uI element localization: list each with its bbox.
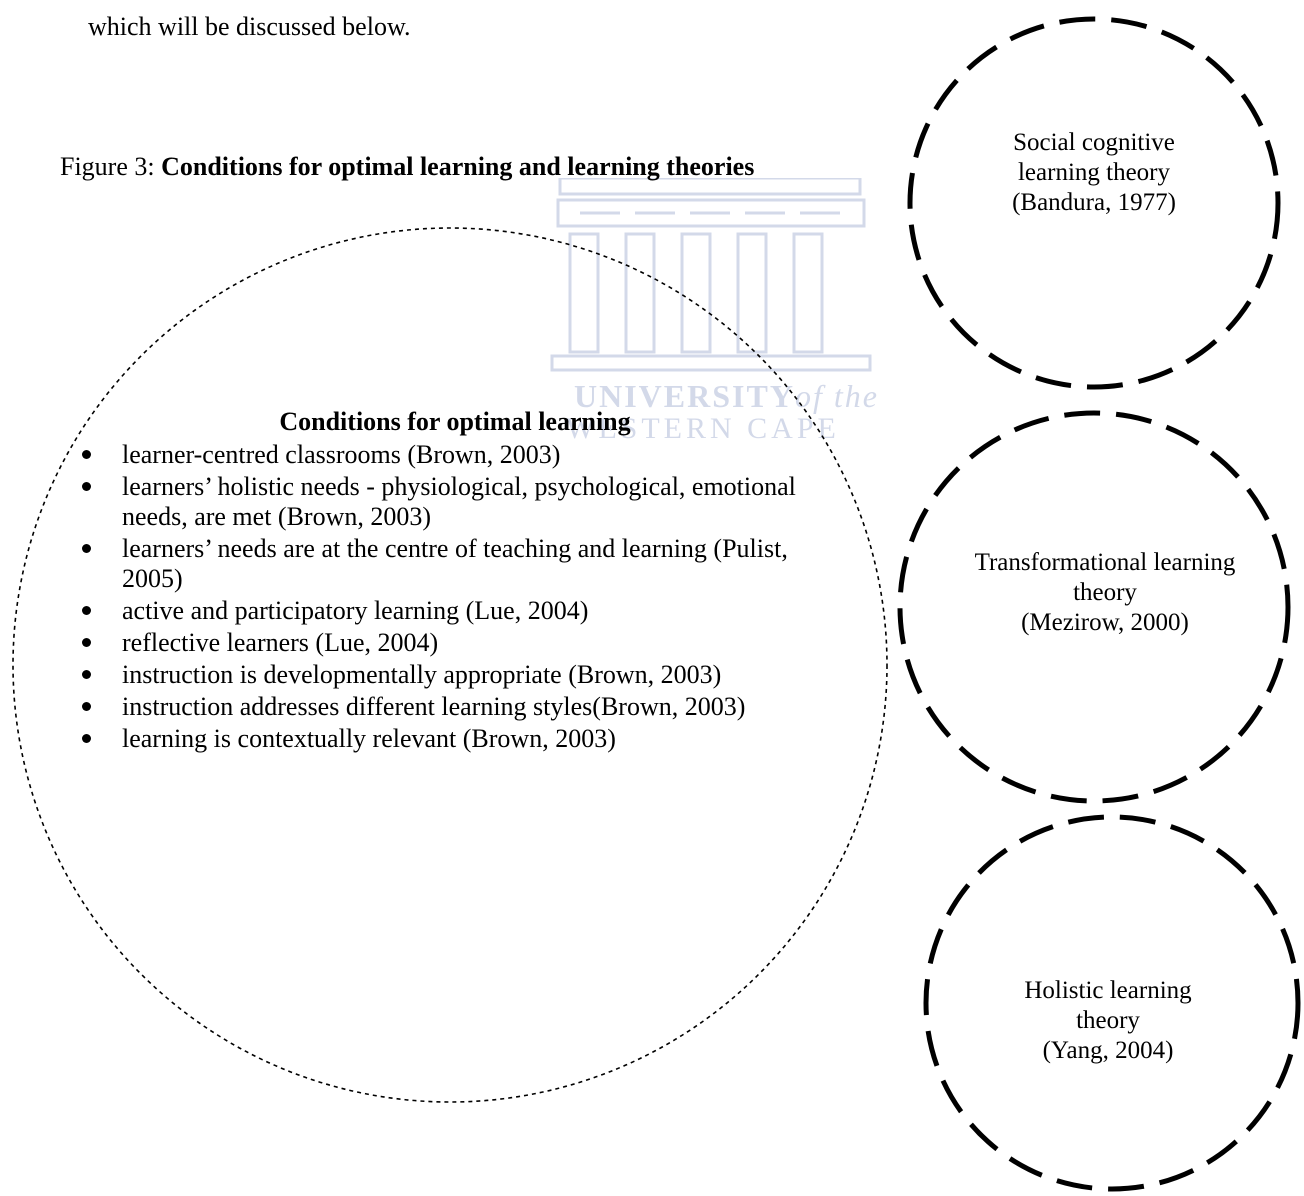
bullet-icon: [82, 670, 91, 679]
bullet-icon: [82, 638, 91, 647]
theory-circle-holistic: [923, 814, 1301, 1192]
theory-label-transformational: Transformational learning theory (Meziro…: [974, 549, 1236, 636]
list-item: active and participatory learning (Lue, …: [74, 596, 854, 626]
list-item: learners’ holistic needs - physiological…: [74, 472, 854, 532]
bullet-icon: [82, 450, 91, 459]
figure-caption: Figure 3: Conditions for optimal learnin…: [60, 152, 754, 182]
bullet-icon: [82, 606, 91, 615]
list-item: reflective learners (Lue, 2004): [74, 628, 854, 658]
bullet-icon: [82, 702, 91, 711]
conditions-heading: Conditions for optimal learning: [279, 407, 631, 436]
conditions-list: learner-centred classrooms (Brown, 2003)…: [74, 440, 854, 756]
watermark-western-cape-text: WESTERN CAPE: [566, 412, 840, 445]
conditions-circle: [12, 227, 888, 1103]
bullet-icon: [82, 544, 91, 553]
figure-title: Conditions for optimal learning and lear…: [161, 152, 755, 181]
list-item: instruction is developmentally appropria…: [74, 660, 854, 690]
bullet-icon: [82, 734, 91, 743]
list-item: learning is contextually relevant (Brown…: [74, 724, 854, 754]
university-crest-watermark: [550, 178, 872, 372]
theory-circle-transformational: [897, 410, 1291, 804]
bullet-icon: [82, 482, 91, 491]
list-item: learner-centred classrooms (Brown, 2003): [74, 440, 854, 470]
list-item: instruction addresses different learning…: [74, 692, 854, 722]
intro-text: which will be discussed below.: [88, 12, 411, 41]
theory-circle-social-cognitive: [907, 16, 1281, 390]
figure-label: Figure 3:: [60, 152, 162, 181]
theory-label-social-cognitive: Social cognitive learning theory (Bandur…: [1012, 129, 1176, 216]
watermark-university-text: UNIVERSITYof the: [574, 378, 879, 414]
list-item: learners’ needs are at the centre of tea…: [74, 534, 854, 594]
theory-label-holistic: Holistic learning theory (Yang, 2004): [1024, 977, 1192, 1064]
